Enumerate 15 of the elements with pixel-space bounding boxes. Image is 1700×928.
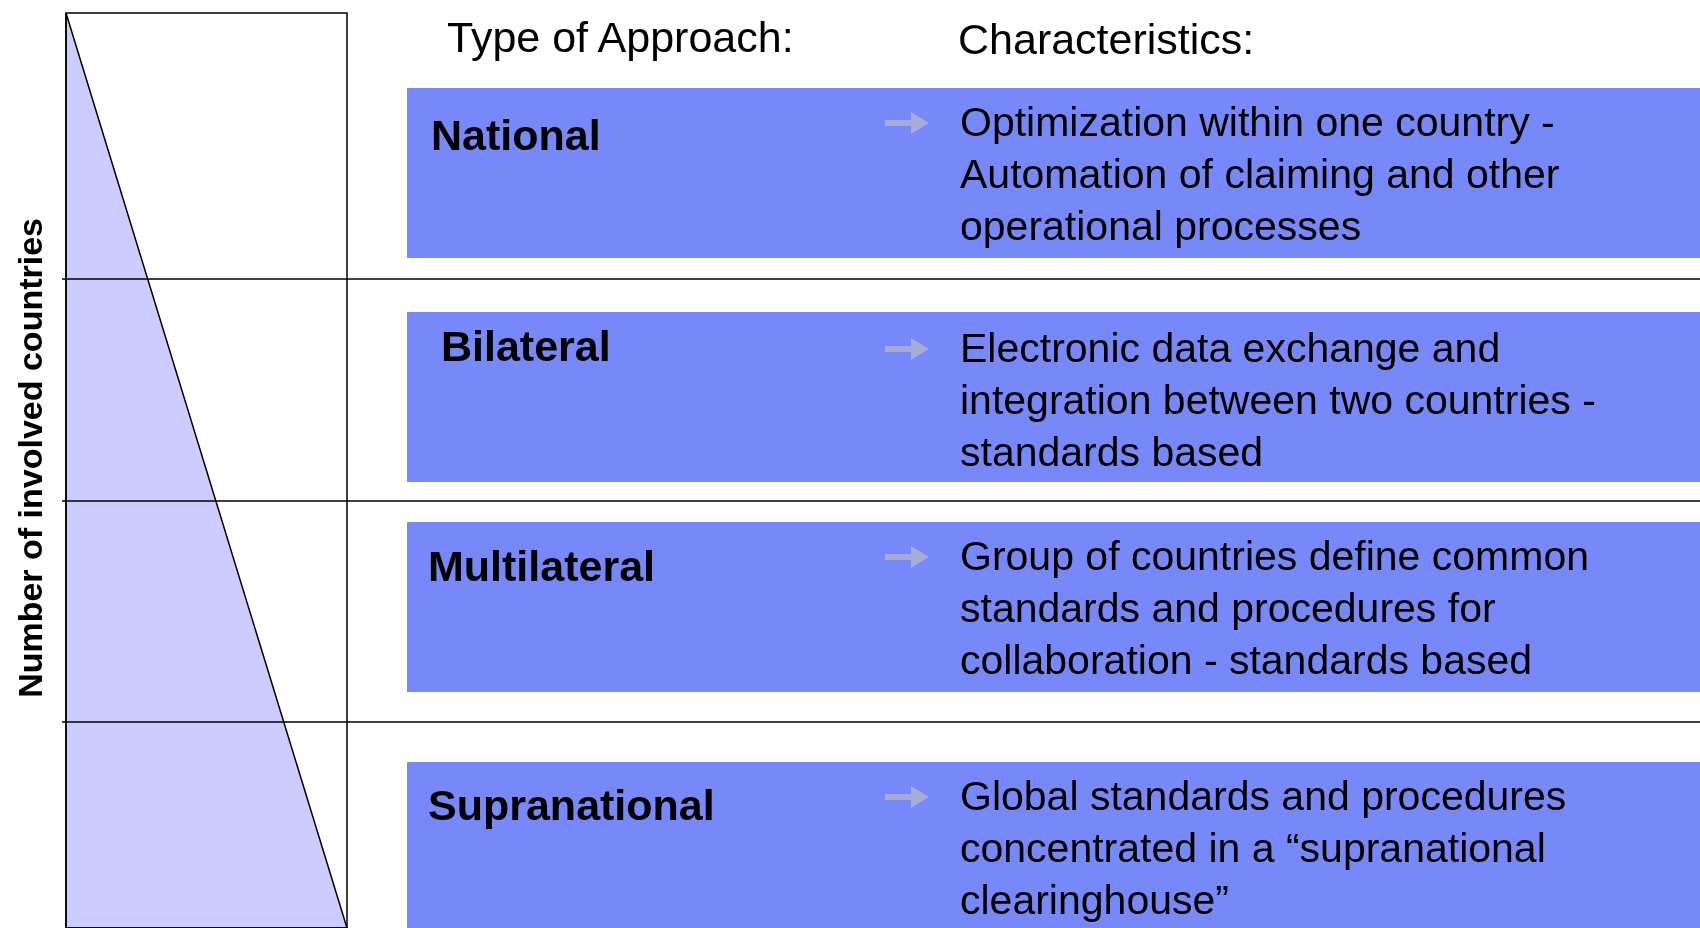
approach-name: Multilateral <box>428 541 883 591</box>
characteristics-text: Optimization within one country - Automation of claiming and other operational processes <box>960 96 1700 252</box>
approach-band <box>407 762 1700 928</box>
approach-name: Bilateral <box>441 321 896 371</box>
approach-band <box>407 522 1700 692</box>
column-header: Characteristics: <box>958 14 1255 64</box>
characteristics-text: Group of countries define common standards and procedures for collaboration - standards based <box>960 530 1700 686</box>
approach-name: National <box>431 110 886 160</box>
characteristics-text: Global standards and procedures concentrated in a “supranational clearinghouse” <box>960 770 1700 926</box>
column-header: Type of Approach: <box>447 12 794 62</box>
approach-name: Supranational <box>428 780 883 830</box>
approach-band <box>407 88 1700 258</box>
characteristics-text: Electronic data exchange and integration between two countries - standards based <box>960 322 1700 478</box>
approach-band <box>407 312 1700 482</box>
axis-label: Number of involved countries <box>10 218 50 698</box>
